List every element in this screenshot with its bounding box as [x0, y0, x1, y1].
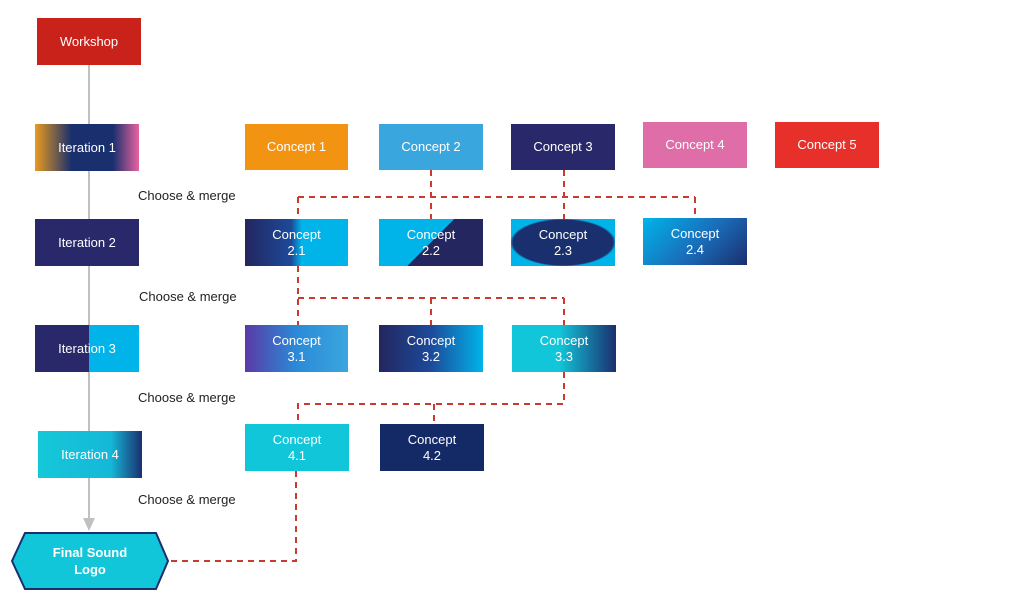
iteration-2-box: Iteration 2	[35, 219, 139, 266]
concept-2-box: Concept 2	[379, 124, 483, 170]
concept-3-3-box: Concept 3.3	[512, 325, 616, 372]
spine-arrowhead	[83, 518, 95, 531]
concept-2-1-box: Concept 2.1	[245, 219, 348, 266]
concept-2-2-label: Concept 2.2	[406, 226, 456, 258]
concept-3-label: Concept 3	[533, 139, 593, 154]
concept-1-box: Concept 1	[245, 124, 348, 170]
choose-merge-label-4: Choose & merge	[138, 492, 236, 507]
concept-3-2-box: Concept 3.2	[379, 325, 483, 372]
concept-2-3-box: Concept 2.3	[511, 219, 615, 266]
concept-3-1-box: Concept 3.1	[245, 325, 348, 372]
concept-4-1-label: Concept 4.1	[272, 431, 322, 463]
concept-4-2-label: Concept 4.2	[407, 431, 457, 463]
concept-2-1-label: Concept 2.1	[272, 226, 321, 258]
choose-merge-label-2: Choose & merge	[139, 289, 237, 304]
concept-3-box: Concept 3	[511, 124, 615, 170]
iteration-3-box: Iteration 3	[35, 325, 139, 372]
concept-5-box: Concept 5	[775, 122, 879, 168]
concept-4-box: Concept 4	[643, 122, 747, 168]
concept-3-3-label: Concept 3.3	[539, 332, 589, 364]
concept-2-4-box: Concept 2.4	[643, 218, 747, 265]
workshop-label: Workshop	[59, 33, 119, 49]
iteration-4-box: Iteration 4	[38, 431, 142, 478]
concept-5-label: Concept 5	[797, 137, 857, 152]
iteration-3-label: Iteration 3	[58, 340, 116, 356]
workshop-box: Workshop	[37, 18, 141, 65]
iteration-4-label: Iteration 4	[61, 446, 119, 462]
concept-3-1-label: Concept 3.1	[272, 332, 321, 364]
concept-2-3-label: Concept 2.3	[538, 226, 588, 258]
concept-3-2-label: Concept 3.2	[406, 332, 456, 364]
final-sound-logo-label: Final Sound Logo	[52, 545, 128, 577]
concept-2-label: Concept 2	[401, 139, 461, 154]
iteration-1-label: Iteration 1	[58, 139, 116, 155]
iteration-2-label: Iteration 2	[58, 234, 116, 250]
concept-4-2-box: Concept 4.2	[380, 424, 484, 471]
iteration-1-box: Iteration 1	[35, 124, 139, 171]
connectors	[168, 170, 696, 562]
concept-2-4-label: Concept 2.4	[670, 225, 720, 257]
final-hexagon	[10, 532, 170, 590]
choose-merge-label-3: Choose & merge	[138, 390, 236, 405]
concept-4-label: Concept 4	[665, 137, 725, 152]
concept-2-2-box: Concept 2.2	[379, 219, 483, 266]
concept-4-1-box: Concept 4.1	[245, 424, 349, 471]
choose-merge-label-1: Choose & merge	[138, 188, 236, 203]
concept-1-label: Concept 1	[266, 139, 327, 154]
